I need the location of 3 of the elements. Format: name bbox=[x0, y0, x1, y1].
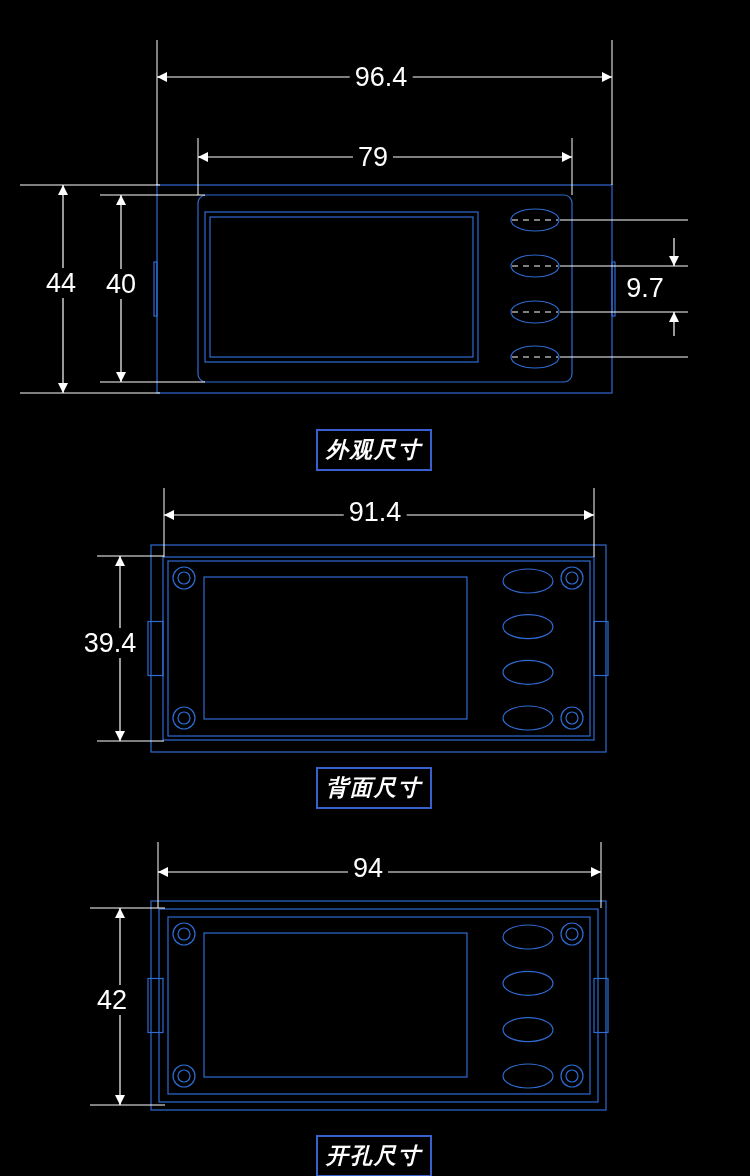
caption-box: 外观尺寸 bbox=[316, 429, 432, 471]
caption-box: 开孔尺寸 bbox=[316, 1135, 432, 1176]
caption-box: 背面尺寸 bbox=[316, 767, 432, 809]
